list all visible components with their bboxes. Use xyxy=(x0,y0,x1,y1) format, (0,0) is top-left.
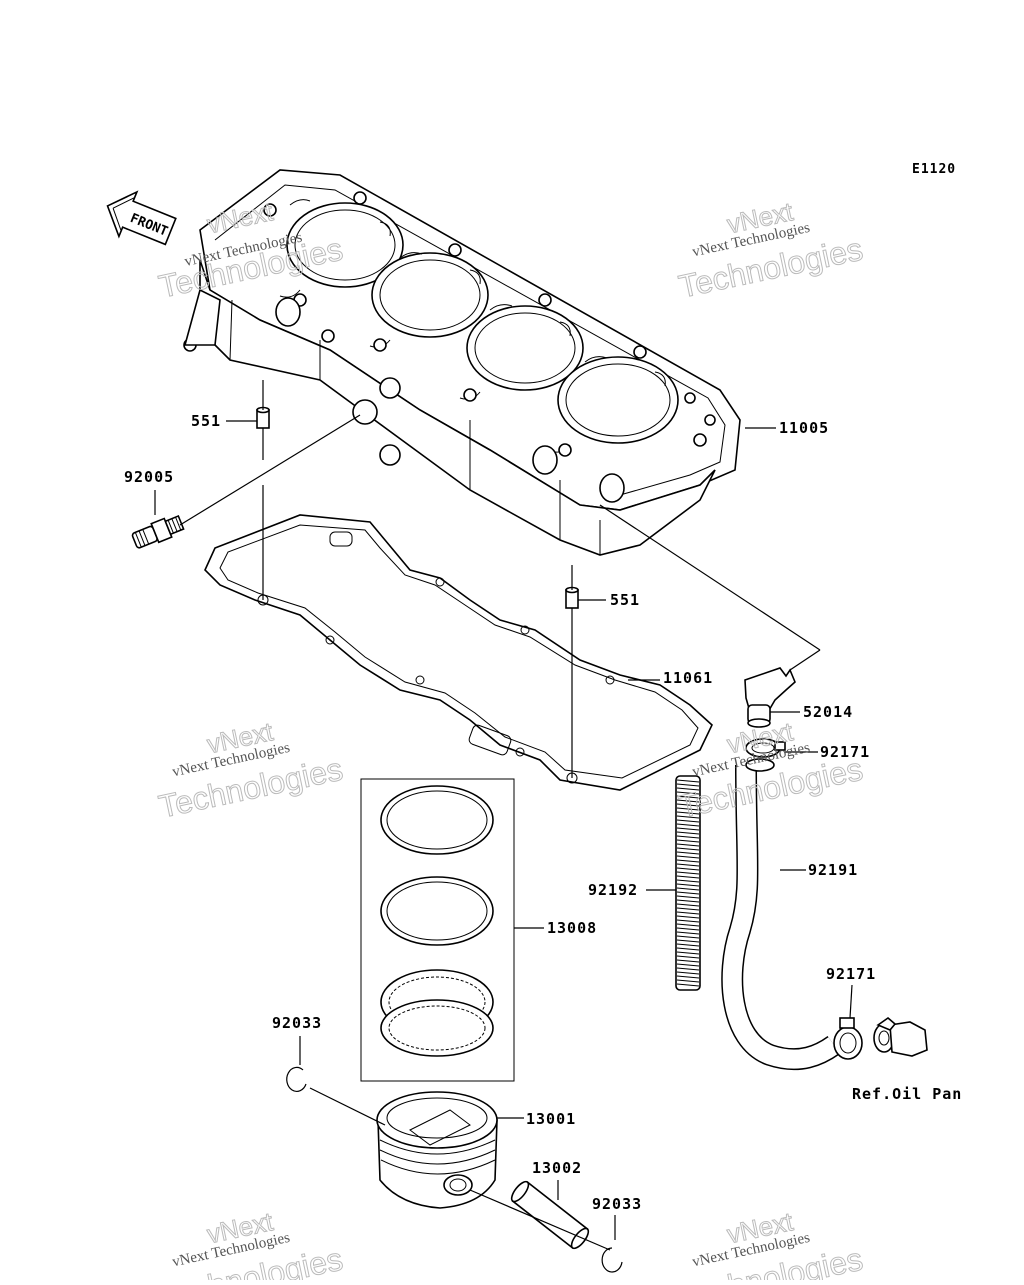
label-11061: 11061 xyxy=(663,669,713,687)
label-13001: 13001 xyxy=(526,1110,576,1128)
watermark-bottom-left: vNext vNext Technologies Technologies xyxy=(155,1206,346,1285)
piston-pin-13002[interactable] xyxy=(509,1179,592,1251)
piston-ring-set[interactable] xyxy=(360,778,515,1082)
circlip-right[interactable] xyxy=(601,1247,623,1273)
hose-clamp-lower[interactable] xyxy=(833,1017,863,1060)
label-13008: 13008 xyxy=(547,919,597,937)
hose-clamp-upper[interactable] xyxy=(745,738,786,758)
hose-92191[interactable] xyxy=(721,758,841,1071)
watermark-bottom-right: vNext vNext Technologies Technologies xyxy=(675,1206,866,1285)
label-52014: 52014 xyxy=(803,703,853,721)
label-92033-left: 92033 xyxy=(272,1014,322,1032)
dowel-pin-lower[interactable] xyxy=(565,586,579,609)
leader-lines xyxy=(154,380,853,1251)
cylinder-block[interactable] xyxy=(183,169,741,556)
label-92192: 92192 xyxy=(588,881,638,899)
piston-13001[interactable] xyxy=(376,1091,498,1209)
label-92191: 92191 xyxy=(808,861,858,879)
label-92005: 92005 xyxy=(124,468,174,486)
fitting-92005[interactable] xyxy=(131,513,185,550)
label-92171-upper: 92171 xyxy=(820,743,870,761)
label-551-lower: 551 xyxy=(610,591,640,609)
spring-92192[interactable] xyxy=(675,775,701,991)
label-551-upper: 551 xyxy=(191,412,221,430)
label-92171-lower: 92171 xyxy=(826,965,876,983)
front-arrow-icon: FRONT xyxy=(106,190,177,246)
ref-note: Ref.Oil Pan xyxy=(852,1085,962,1103)
circlip-left[interactable] xyxy=(286,1066,307,1092)
label-13002: 13002 xyxy=(532,1159,582,1177)
cylinder-gasket[interactable] xyxy=(204,514,713,791)
callout-labels: 11005 551 551 92005 11061 52014 92171 92… xyxy=(124,412,962,1213)
watermark-mid-left: vNext vNext Technologies Technologies xyxy=(155,716,346,826)
label-92033-right: 92033 xyxy=(592,1195,642,1213)
watermark-top-right: vNext vNext Technologies Technologies xyxy=(675,196,866,306)
elbow-fitting-52014[interactable] xyxy=(744,667,796,728)
diagram-code: E1120 xyxy=(912,162,956,177)
oil-pan-fitting xyxy=(873,1016,928,1057)
dowel-pin-upper[interactable] xyxy=(256,406,270,429)
label-11005: 11005 xyxy=(779,419,829,437)
